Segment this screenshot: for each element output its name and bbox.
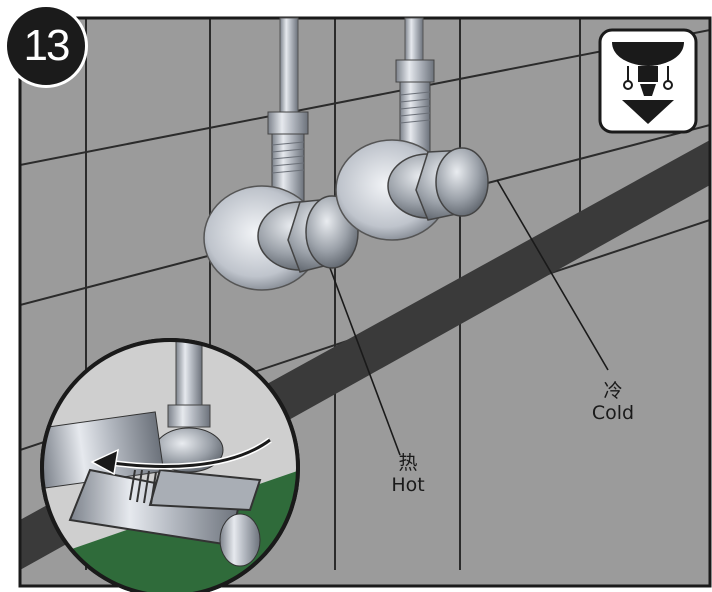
hot-label-en: Hot — [391, 474, 425, 496]
cold-valve — [335, 17, 489, 241]
cold-label: 冷 Cold — [580, 380, 646, 424]
hot-label-cn: 热 — [398, 452, 418, 474]
callout-lines — [329, 179, 609, 456]
wrench-detail-inset — [40, 338, 300, 592]
cold-label-en: Cold — [591, 402, 635, 424]
hot-label: 热 Hot — [380, 452, 436, 496]
step-number: 13 — [23, 21, 71, 70]
cold-label-cn: 冷 — [603, 380, 623, 402]
frame-border — [18, 16, 712, 588]
hot-valve — [203, 17, 359, 291]
sink-lower-arrow-icon — [598, 28, 698, 134]
step-number-badge: 13 — [4, 4, 88, 88]
